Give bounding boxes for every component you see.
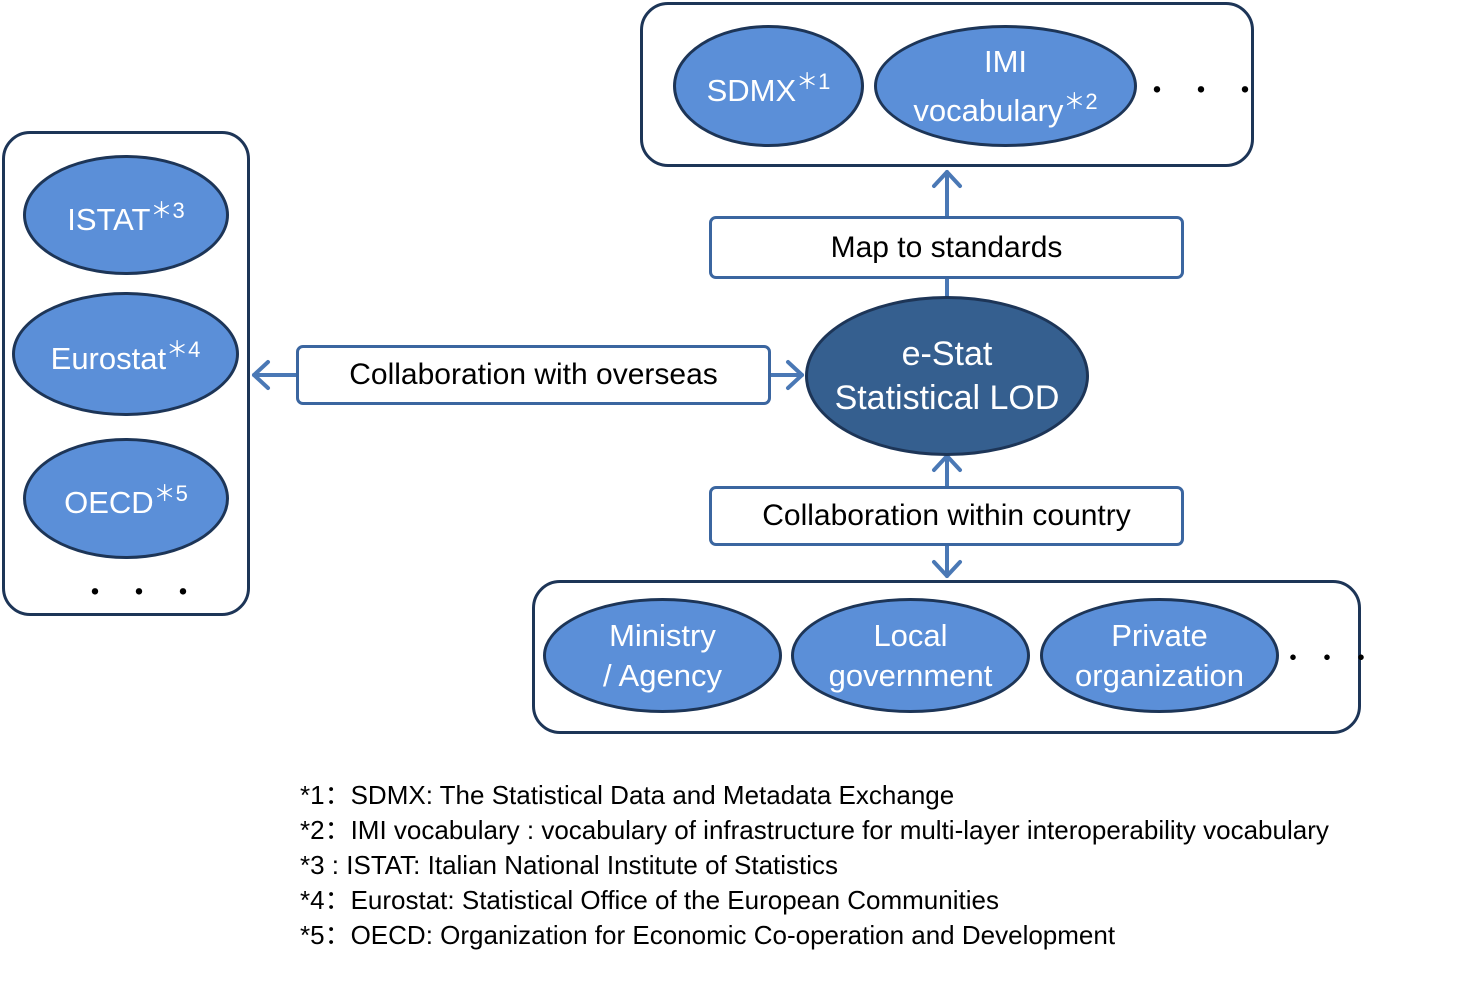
footnote-3: *3 : ISTAT: Italian National Institute o… xyxy=(300,850,839,880)
footnote-4: *4：Eurostat: Statistical Office of the E… xyxy=(300,885,999,915)
imi-vocabulary-ellipse: IMI vocabulary＊2 xyxy=(874,25,1137,147)
ministry-line1: Ministry xyxy=(609,617,716,653)
private-line1: Private xyxy=(1111,617,1208,653)
collaboration-overseas-label: Collaboration with overseas xyxy=(296,345,771,405)
imi-label-line2: vocabulary xyxy=(913,92,1064,128)
standards-more-dots: ・・・ xyxy=(1142,75,1274,108)
ministry-agency-ellipse: Ministry / Agency xyxy=(543,598,782,713)
local-line1: Local xyxy=(873,617,948,653)
sdmx-footnote-mark: ＊1 xyxy=(796,68,831,94)
istat-label: ISTAT xyxy=(67,201,151,237)
footnote-1: *1：SDMX: The Statistical Data and Metada… xyxy=(300,780,955,810)
sdmx-ellipse: SDMX＊1 xyxy=(673,25,864,147)
map-to-standards-label: Map to standards xyxy=(709,216,1184,279)
eurostat-footnote-mark: ＊4 xyxy=(166,336,201,362)
overseas-more-dots: ・・・ xyxy=(80,577,212,610)
arrow-overseas-right-head xyxy=(786,360,804,390)
center-line2: Statistical LOD xyxy=(834,379,1060,417)
e-stat-lod-ellipse: e-Stat Statistical LOD xyxy=(805,296,1089,456)
oecd-ellipse: OECD＊5 xyxy=(23,438,229,559)
private-line2: organization xyxy=(1075,657,1244,693)
arrow-domestic-bottom-head xyxy=(932,560,962,578)
footnote-5: *5：OECD: Organization for Economic Co-op… xyxy=(300,920,1116,950)
oecd-label: OECD xyxy=(64,485,154,520)
domestic-more-dots: ・・・ xyxy=(1280,643,1383,673)
ministry-line2: / Agency xyxy=(603,657,722,693)
local-government-ellipse: Local government xyxy=(791,598,1030,713)
istat-footnote-mark: ＊3 xyxy=(150,197,185,223)
local-line2: government xyxy=(828,657,993,693)
footnote-2: *2：IMI vocabulary : vocabulary of infras… xyxy=(300,815,1329,845)
arrow-overseas-left-head xyxy=(252,360,270,390)
eurostat-label: Eurostat xyxy=(50,340,167,376)
center-line1: e-Stat xyxy=(901,335,993,373)
arrow-to-standards-head xyxy=(932,170,962,188)
collaboration-within-country-label: Collaboration within country xyxy=(709,486,1184,546)
footnotes: *1：SDMX: The Statistical Data and Metada… xyxy=(300,778,1329,953)
eurostat-ellipse: Eurostat＊4 xyxy=(12,292,239,416)
sdmx-label: SDMX xyxy=(706,72,797,108)
private-organization-ellipse: Private organization xyxy=(1040,598,1279,713)
istat-ellipse: ISTAT＊3 xyxy=(23,155,229,275)
oecd-footnote-mark: ＊5 xyxy=(153,481,188,506)
arrow-domestic-top-head xyxy=(932,454,962,472)
imi-label-line1: IMI xyxy=(983,43,1028,79)
imi-footnote-mark: ＊2 xyxy=(1063,88,1098,114)
